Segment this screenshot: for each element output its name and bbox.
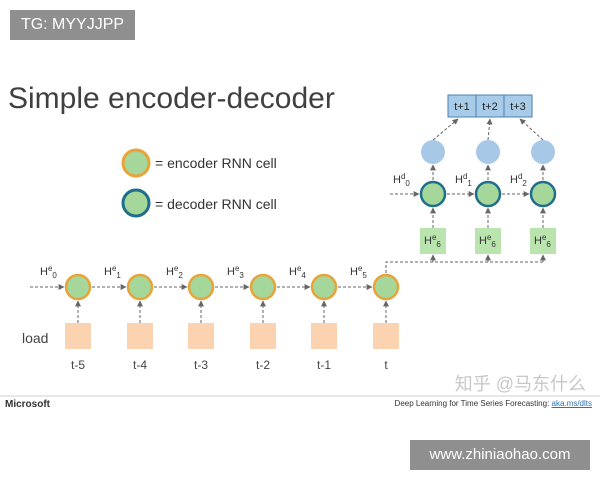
output-arrow bbox=[486, 118, 493, 141]
decoder-output-node bbox=[421, 140, 445, 164]
context-box bbox=[420, 228, 446, 254]
encoder-cell bbox=[64, 273, 92, 301]
microsoft-logo-text: Microsoft bbox=[5, 399, 50, 410]
output-box bbox=[503, 94, 533, 118]
slide-title: Simple encoder-decoder bbox=[8, 82, 335, 115]
encoder-cell bbox=[310, 273, 338, 301]
output-label: t+2 bbox=[482, 101, 498, 113]
legend-decoder-icon bbox=[121, 188, 151, 218]
legend-encoder-icon bbox=[121, 148, 151, 178]
encoder-cell bbox=[249, 273, 277, 301]
context-state-label: He6 bbox=[534, 233, 551, 249]
legend-decoder-label: = decoder RNN cell bbox=[155, 196, 277, 212]
input-box bbox=[127, 323, 153, 349]
output-label: t+3 bbox=[510, 101, 526, 113]
time-label: t-3 bbox=[194, 358, 208, 372]
context-state-label: He6 bbox=[479, 233, 496, 249]
output-arrow bbox=[519, 118, 544, 141]
context-box bbox=[530, 228, 556, 254]
encoder-state-label: He2 bbox=[166, 264, 183, 280]
encoder-cell bbox=[187, 273, 215, 301]
encoder-cell bbox=[126, 273, 154, 301]
decoder-output-node bbox=[476, 140, 500, 164]
footnote: Deep Learning for Time Series Forecastin… bbox=[395, 399, 592, 408]
footnote-link[interactable]: aka.ms/dlts bbox=[551, 399, 592, 408]
output-arrow bbox=[432, 118, 459, 141]
time-label: t-2 bbox=[256, 358, 270, 372]
time-label: t-4 bbox=[133, 358, 147, 372]
decoder-state-label: Hd2 bbox=[510, 172, 527, 188]
context-state-label: He6 bbox=[424, 233, 441, 249]
context-connector bbox=[385, 261, 543, 273]
encoder-state-label: He0 bbox=[40, 264, 57, 280]
legend-encoder-label: = encoder RNN cell bbox=[155, 155, 277, 171]
encoder-state-label: He5 bbox=[350, 264, 367, 280]
encoder-cell bbox=[372, 273, 400, 301]
site-url-overlay: www.zhiniaohao.com bbox=[410, 440, 590, 470]
input-box bbox=[311, 323, 337, 349]
encoder-state-label: He1 bbox=[104, 264, 121, 280]
output-label: t+1 bbox=[454, 101, 470, 113]
input-box bbox=[373, 323, 399, 349]
decoder-cell bbox=[419, 180, 447, 208]
input-series-label: load bbox=[22, 330, 48, 346]
time-label: t-1 bbox=[317, 358, 331, 372]
input-box bbox=[65, 323, 91, 349]
footnote-text: Deep Learning for Time Series Forecastin… bbox=[394, 399, 550, 408]
decoder-state-label: Hd1 bbox=[455, 172, 472, 188]
encoder-group: He0 t-5 He1 t-4 He2 t-3 He3 t-2 He4 t-1 He5 t bbox=[30, 264, 400, 372]
encoder-state-label: He4 bbox=[289, 264, 306, 280]
zhihu-watermark: 知乎 @马东什么 bbox=[454, 374, 586, 394]
telegram-tag-overlay: TG: MYYJJPP bbox=[10, 10, 135, 40]
decoder-cell bbox=[529, 180, 557, 208]
input-box bbox=[250, 323, 276, 349]
encoder-state-label: He3 bbox=[227, 264, 244, 280]
decoder-state-label: Hd0 bbox=[393, 172, 410, 188]
context-box bbox=[475, 228, 501, 254]
decoder-cell bbox=[474, 180, 502, 208]
input-box bbox=[188, 323, 214, 349]
time-label: t-5 bbox=[71, 358, 85, 372]
decoder-output-node bbox=[531, 140, 555, 164]
time-label: t bbox=[384, 358, 388, 372]
